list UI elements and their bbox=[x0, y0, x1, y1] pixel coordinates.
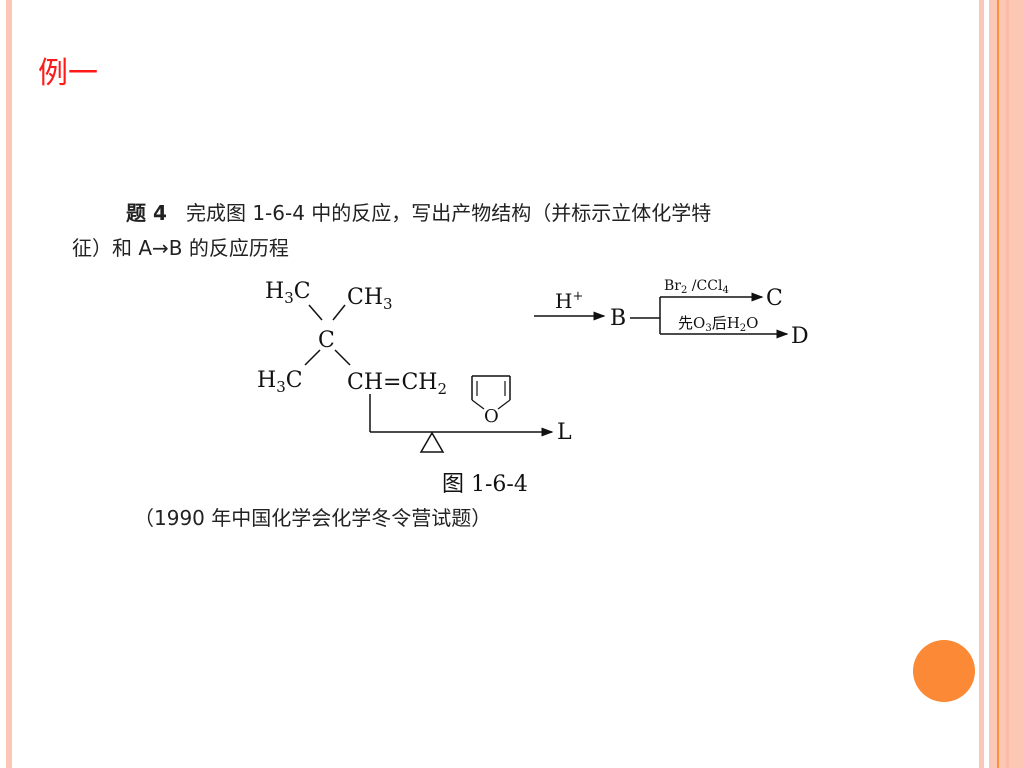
problem-statement: 题 4 完成图 1-6-4 中的反应，写出产物结构（并标示立体化学特 征）和 A… bbox=[72, 196, 952, 266]
central-carbon: C bbox=[318, 328, 335, 353]
reaction-to-L: L O bbox=[369, 375, 572, 453]
group-h3c-top: H3C bbox=[265, 279, 311, 307]
reaction-to-B: H+ B Br2 /CCl4 C 先O3后H2O D bbox=[534, 278, 809, 349]
group-ch3: CH3 bbox=[347, 285, 393, 313]
problem-number: 题 4 bbox=[126, 201, 167, 225]
source-citation: （1990 年中国化学会化学冬令营试题） bbox=[134, 506, 492, 530]
furan-icon: O bbox=[471, 375, 511, 427]
left-decorative-stripe bbox=[6, 0, 12, 768]
reagent-br2-ccl4: Br2 /CCl4 bbox=[664, 278, 729, 296]
right-decorative-stripes bbox=[979, 0, 1024, 768]
problem-line-1: 完成图 1-6-4 中的反应，写出产物结构（并标示立体化学特 bbox=[185, 201, 712, 225]
decorative-orange-circle bbox=[913, 640, 975, 702]
group-h3c-bottom: H3C bbox=[257, 368, 303, 396]
product-D: D bbox=[791, 324, 809, 349]
stripe bbox=[979, 0, 984, 768]
heat-triangle-icon bbox=[419, 431, 445, 453]
problem-line-2: 征）和 A→B 的反应历程 bbox=[72, 236, 289, 260]
stripe bbox=[1006, 0, 1009, 768]
product-C: C bbox=[766, 286, 783, 311]
group-vinyl: CH=CH2 bbox=[347, 370, 447, 398]
product-B: B bbox=[610, 306, 626, 331]
product-L: L bbox=[557, 420, 572, 445]
svg-text:O: O bbox=[484, 406, 499, 427]
figure-caption: 图 1-6-4 bbox=[442, 472, 528, 497]
stripe-line bbox=[997, 0, 999, 768]
reagent-h-plus: H+ bbox=[555, 289, 583, 313]
slide-title: 例一 bbox=[38, 56, 98, 91]
reactant-structure: H3C CH3 C H3C CH=CH2 bbox=[257, 279, 447, 398]
reagent-ozonolysis: 先O3后H2O bbox=[678, 314, 758, 334]
